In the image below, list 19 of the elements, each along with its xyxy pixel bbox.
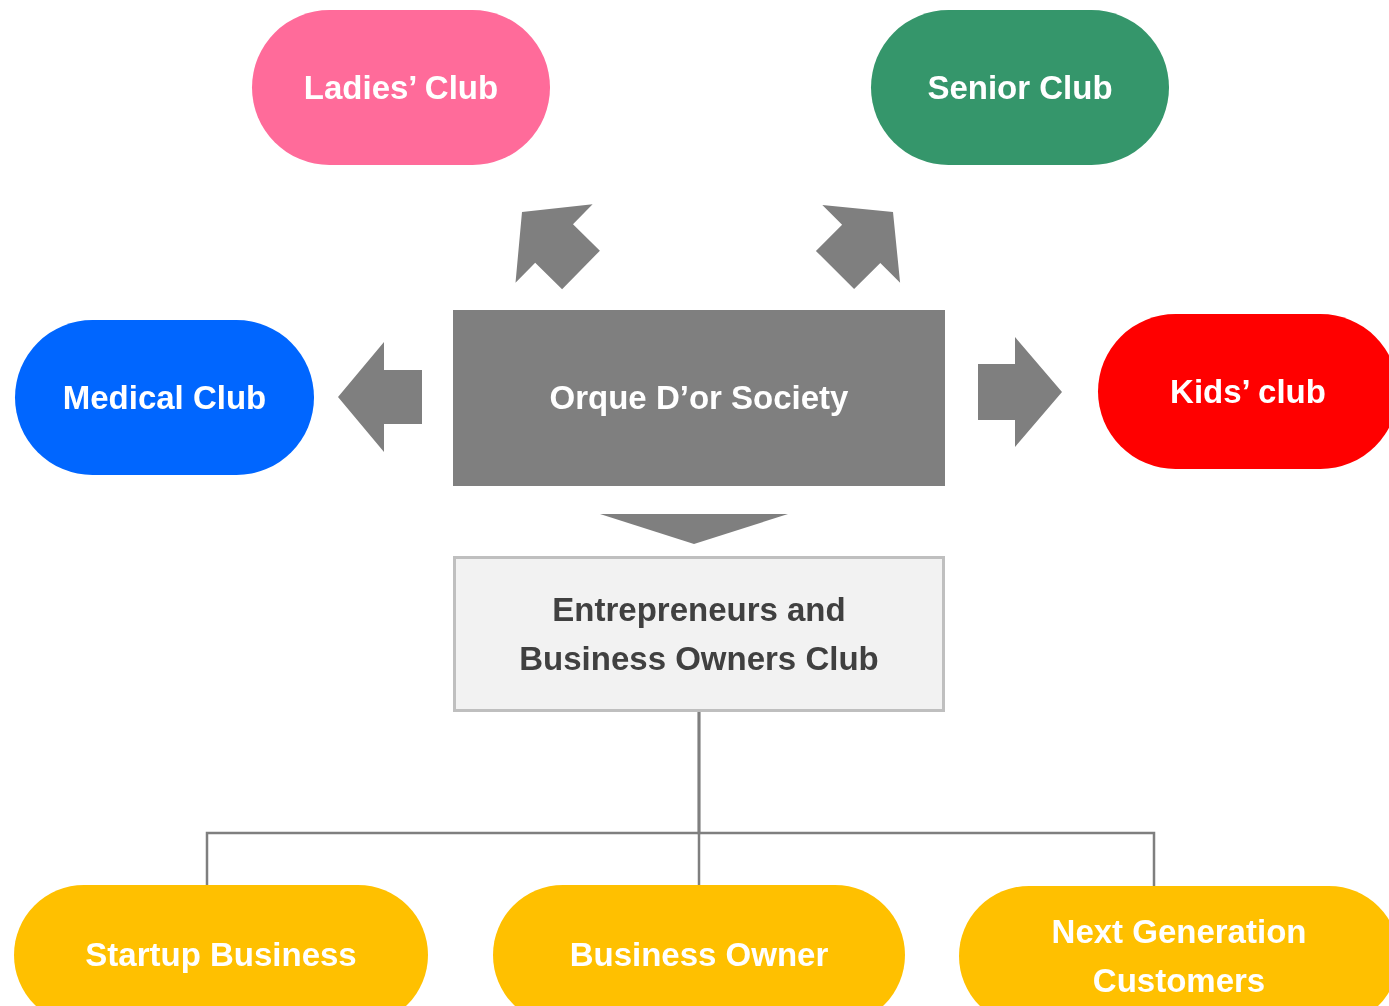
block-arrow (600, 514, 788, 544)
block-arrow (978, 337, 1062, 447)
block-arrow (515, 204, 600, 290)
node-label: Startup Business (85, 935, 357, 976)
society-box (453, 310, 945, 486)
node-label: Kids’ club (1170, 371, 1326, 412)
node-label: Next Generation Customers (1050, 911, 1308, 1001)
club-pill (1098, 314, 1389, 469)
node-label: Orque D’or Society (549, 378, 849, 419)
member-pill (959, 886, 1389, 1006)
node-label: Business Owner (569, 935, 829, 976)
node-label: Senior Club (927, 67, 1113, 108)
block-arrow (815, 204, 901, 290)
node-label: Ladies’ Club (303, 67, 499, 108)
node-label: Medical Club (62, 377, 267, 418)
block-arrow (338, 342, 422, 452)
node-label: Entrepreneurs and Business Owners Club (518, 589, 880, 679)
connector-line (697, 712, 1156, 886)
club-box (453, 556, 945, 712)
